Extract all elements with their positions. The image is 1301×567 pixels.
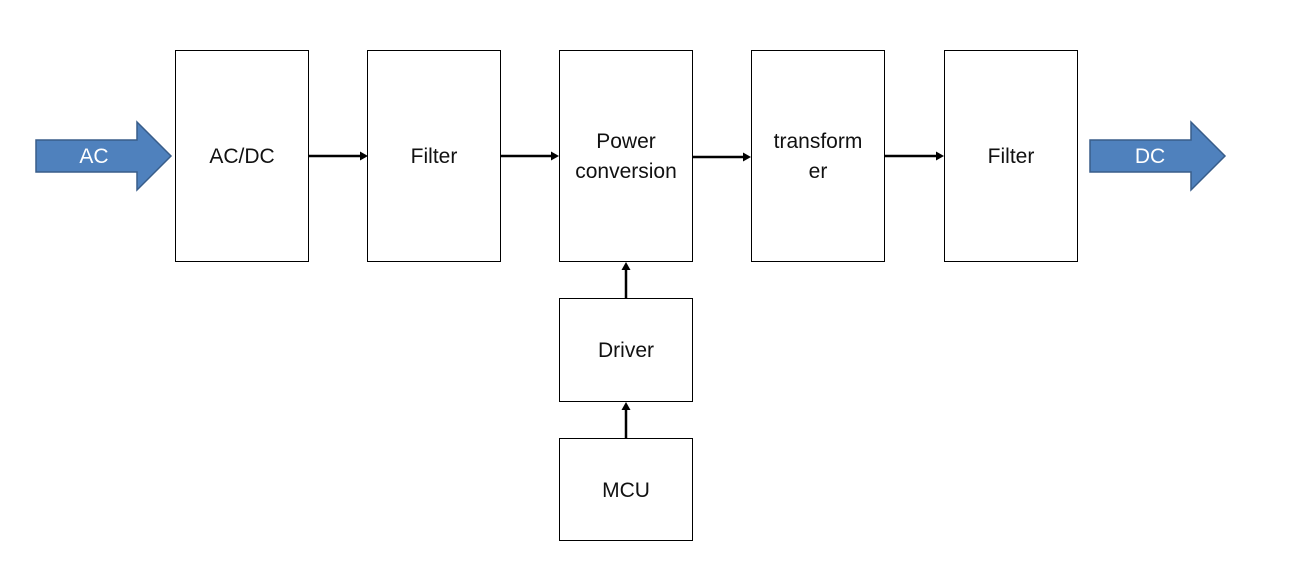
block-mcu-label: MCU (602, 479, 650, 502)
block-power-conversion-box (559, 50, 693, 262)
block-filter-2: Filter (944, 50, 1078, 262)
block-power-conversion-label-line-2: conversion (575, 160, 677, 183)
block-transformer: transform er (751, 50, 885, 262)
ac-arrow-shape (35, 120, 173, 192)
connector-transformer-to-filter (884, 151, 944, 161)
block-driver-box (559, 298, 693, 402)
connector-mcu-to-driver (621, 402, 631, 438)
connector-filter-to-power (500, 151, 559, 161)
block-filter-1-label: Filter (411, 145, 458, 168)
block-transformer-label-line-1: transform (774, 130, 863, 153)
block-power-conversion-label-line-1: Power (596, 130, 656, 153)
connector-driver-to-power (621, 262, 631, 298)
connector-power-to-transformer (692, 152, 751, 162)
ac-input-arrow: AC (35, 120, 173, 192)
block-transformer-label-line-2: er (809, 160, 828, 183)
block-filter-2-label: Filter (988, 145, 1035, 168)
block-acdc-box (175, 50, 309, 262)
block-transformer-box (751, 50, 885, 262)
dc-arrow-shape (1089, 120, 1227, 192)
block-filter-1-box (367, 50, 501, 262)
block-filter-1: Filter (367, 50, 501, 262)
block-mcu-box (559, 438, 693, 541)
dc-label: DC (1135, 145, 1165, 168)
block-mcu: MCU (559, 438, 693, 541)
block-acdc: AC/DC (175, 50, 309, 262)
block-driver: Driver (559, 298, 693, 402)
connector-acdc-to-filter (308, 151, 368, 161)
block-acdc-label: AC/DC (209, 145, 274, 168)
ac-label: AC (79, 145, 108, 168)
block-power-conversion: Power conversion (559, 50, 693, 262)
block-driver-label: Driver (598, 339, 654, 362)
dc-output-arrow: DC (1089, 120, 1227, 192)
block-filter-2-box (944, 50, 1078, 262)
